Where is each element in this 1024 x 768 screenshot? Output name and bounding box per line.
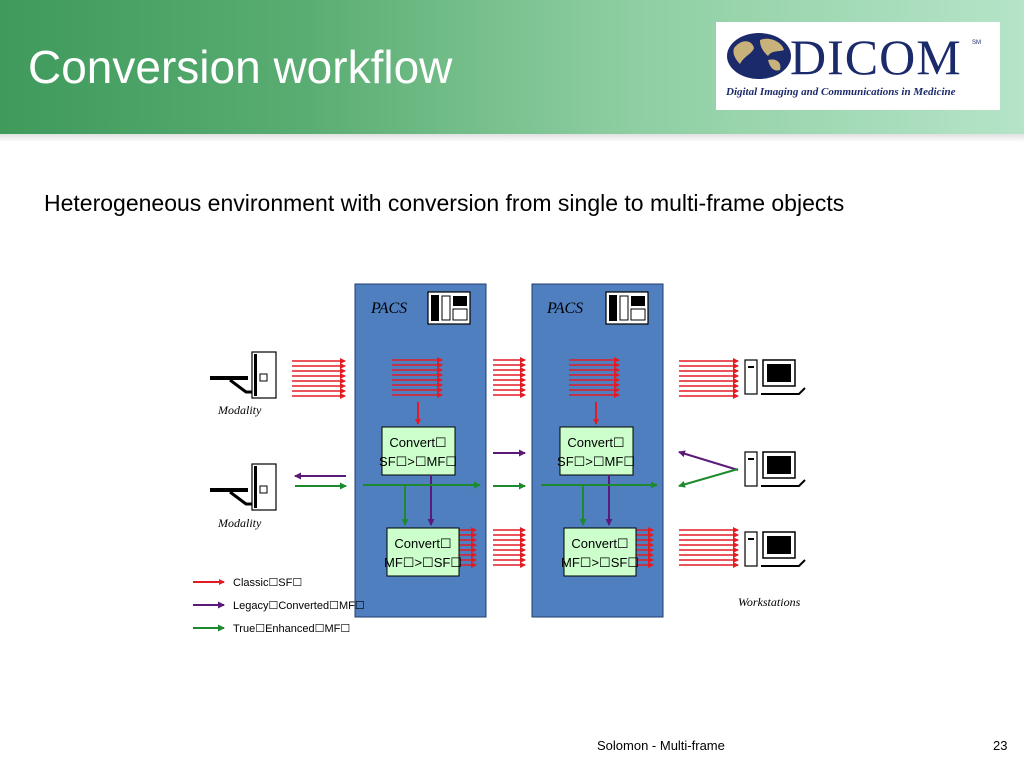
convert-sf-mf-left-line1: Convert☐ xyxy=(389,435,446,450)
logo-wordmark: DICOM xyxy=(790,29,962,85)
convert-sf-mf-right-line2: SF☐>☐MF☐ xyxy=(557,454,635,469)
pacs-label-left: PACS xyxy=(370,300,407,317)
arrow-bundles xyxy=(292,357,739,568)
workstation-icon xyxy=(744,451,806,487)
convert-mf-sf-left-line2: MF☐>☐SF☐ xyxy=(384,555,462,570)
convert-mf-sf-right-line1: Convert☐ xyxy=(571,536,628,551)
modality-label-top: Modality xyxy=(217,403,262,417)
convert-sf-mf-right-line1: Convert☐ xyxy=(567,435,624,450)
convert-mf-sf-left: Convert☐ MF☐>☐SF☐ xyxy=(384,527,462,577)
legend: Classic☐SF☐ Legacy☐Converted☐MF☐ True☐En… xyxy=(193,577,365,635)
convert-mf-sf-right: Convert☐ MF☐>☐SF☐ xyxy=(561,527,639,577)
convert-mf-sf-left-line1: Convert☐ xyxy=(394,536,451,551)
workstation-icon xyxy=(744,359,806,395)
arrow-green-to-pacs-right xyxy=(678,468,739,488)
legend-classic-label: Classic☐SF☐ xyxy=(233,577,302,589)
slide-subtitle: Heterogeneous environment with conversio… xyxy=(44,190,845,216)
slide-title: Conversion workflow xyxy=(28,41,453,93)
logo-tagline: Digital Imaging and Communications in Me… xyxy=(726,86,956,98)
modality-icon xyxy=(210,463,277,511)
legend-enhanced-label: True☐Enhanced☐MF☐ xyxy=(233,623,350,635)
logo-trademark: SM xyxy=(972,40,981,46)
page-number: 23 xyxy=(993,738,1008,753)
legend-legacy-label: Legacy☐Converted☐MF☐ xyxy=(233,600,365,612)
title-bar-shadow xyxy=(0,134,1024,142)
convert-mf-sf-right-line2: MF☐>☐SF☐ xyxy=(561,555,639,570)
modality-icon xyxy=(210,351,277,399)
convert-sf-mf-right: Convert☐ SF☐>☐MF☐ xyxy=(557,426,635,476)
server-icon xyxy=(427,291,471,325)
footer-text: Solomon - Multi-frame xyxy=(597,738,725,753)
workstation-icon xyxy=(744,531,806,567)
server-icon xyxy=(605,291,649,325)
pacs-label-right: PACS xyxy=(546,300,583,317)
convert-sf-mf-left-line2: SF☐>☐MF☐ xyxy=(379,454,457,469)
globe-icon xyxy=(727,33,791,79)
arrow-purple-to-pacs-right xyxy=(678,450,739,471)
modality-label-bottom: Modality xyxy=(217,516,262,530)
convert-sf-mf-left: Convert☐ SF☐>☐MF☐ xyxy=(379,426,457,476)
workstations-label: Workstations xyxy=(738,595,801,609)
